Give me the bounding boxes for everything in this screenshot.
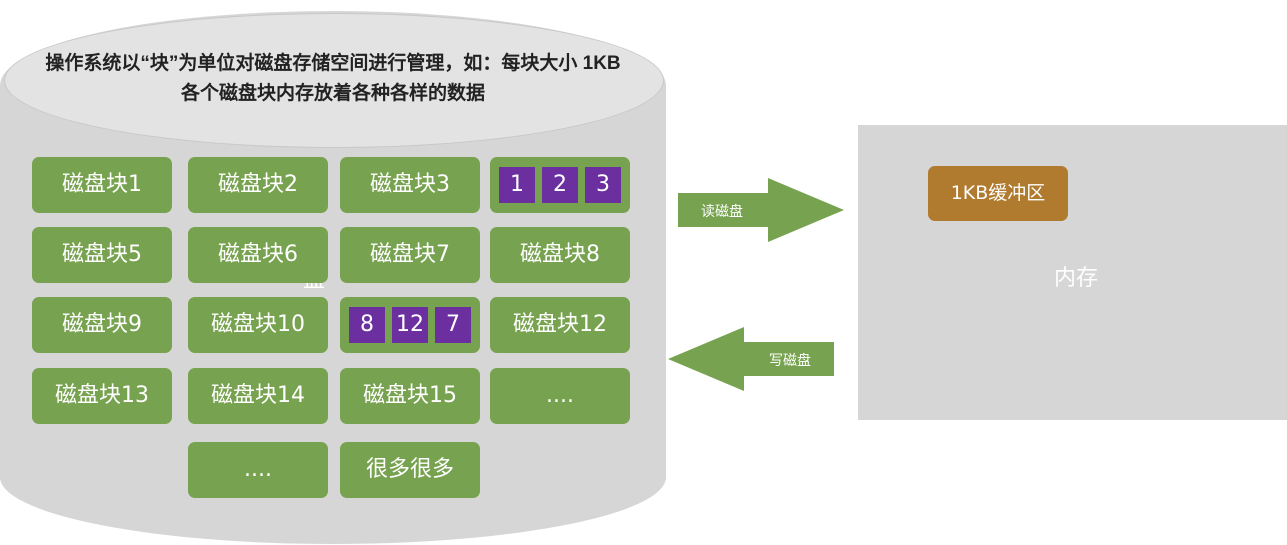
disk-block-10: 磁盘块10	[188, 297, 328, 353]
disk-description-line2: 各个磁盘块内存放着各种各样的数据	[180, 83, 485, 104]
stack-item-1: 1	[499, 167, 535, 203]
disk-cylinder-bottom	[0, 410, 666, 544]
memory-buffer: 1KB缓冲区	[928, 166, 1068, 221]
stack-item-7: 7	[435, 307, 471, 343]
disk-block-ellipsis-2: ....	[188, 442, 328, 498]
disk-block-many: 很多很多	[340, 442, 480, 498]
disk-block-12: 磁盘块12	[490, 297, 630, 353]
read-arrow-icon	[678, 178, 844, 242]
write-arrow-label: 写磁盘	[769, 353, 811, 369]
disk-block-8: 磁盘块8	[490, 227, 630, 283]
stack-item-8: 8	[349, 307, 385, 343]
stack-item-3: 3	[585, 167, 621, 203]
disk-description-line1: 操作系统以“块”为单位对磁盘存储空间进行管理，如：每块大小 1KB	[45, 53, 621, 74]
read-arrow-label: 读磁盘	[701, 204, 743, 220]
disk-block-14: 磁盘块14	[188, 368, 328, 424]
disk-block-stacked-middle: 8 12 7	[340, 297, 480, 353]
disk-cylinder-cap	[4, 13, 664, 148]
disk-block-6: 磁盘块6	[188, 227, 328, 283]
disk-block-13: 磁盘块13	[32, 368, 172, 424]
disk-block-9: 磁盘块9	[32, 297, 172, 353]
disk-block-15: 磁盘块15	[340, 368, 480, 424]
disk-block-7: 磁盘块7	[340, 227, 480, 283]
disk-block-ellipsis: ....	[490, 368, 630, 424]
disk-block-2: 磁盘块2	[188, 157, 328, 213]
disk-block-5: 磁盘块5	[32, 227, 172, 283]
disk-block-1: 磁盘块1	[32, 157, 172, 213]
stack-item-12: 12	[392, 307, 428, 343]
stack-item-2: 2	[542, 167, 578, 203]
write-arrow-icon	[668, 327, 834, 391]
disk-block-3: 磁盘块3	[340, 157, 480, 213]
memory-label: 内存	[1054, 266, 1099, 291]
disk-block-stacked-top: 1 2 3	[490, 157, 630, 213]
